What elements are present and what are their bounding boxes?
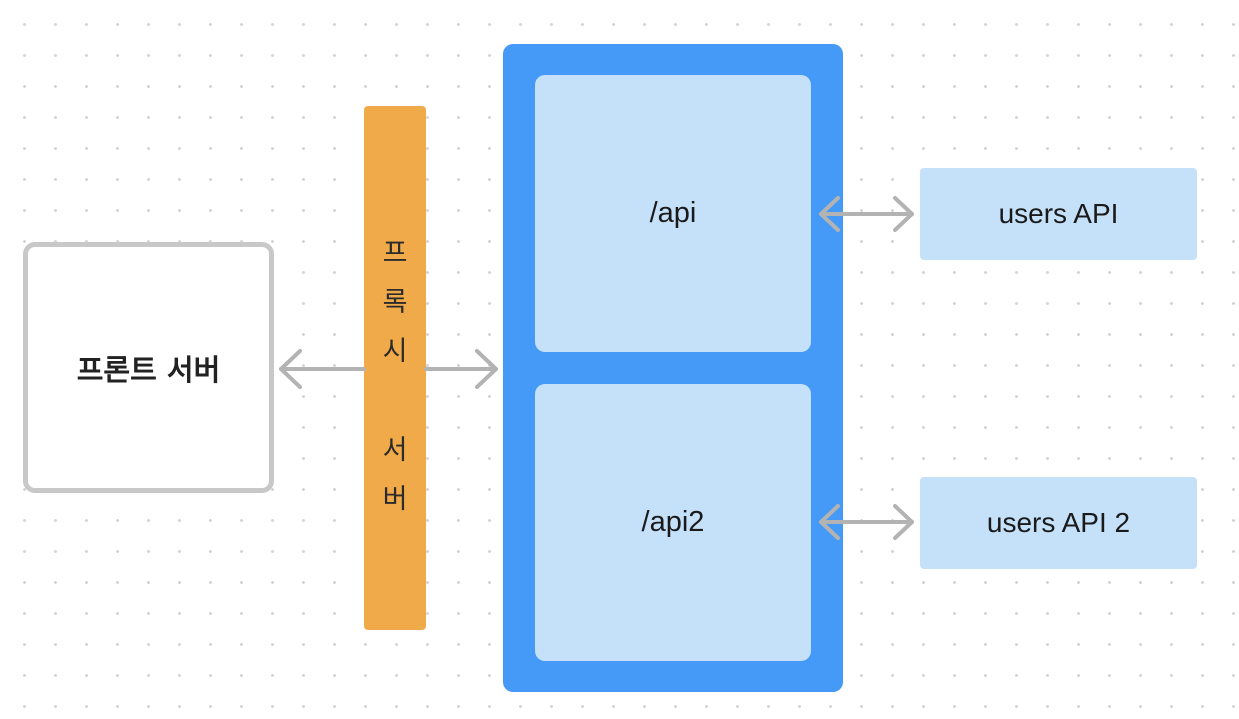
proxy-char: 록 <box>382 287 408 318</box>
route-panel-api: /api <box>535 75 811 352</box>
arrow-proxy-to-api <box>424 349 498 389</box>
proxy-server-label: 프 록 시 서 버 <box>364 229 426 524</box>
proxy-char: 버 <box>382 484 408 515</box>
front-server-box: 프론트 서버 <box>23 242 274 493</box>
proxy-char: 프 <box>382 238 408 269</box>
proxy-char: 시 <box>382 336 408 367</box>
route-label: /api <box>649 197 697 229</box>
external-api-users: users API <box>920 168 1197 260</box>
front-server-label: 프론트 서버 <box>76 352 221 387</box>
proxy-server-bar <box>364 106 426 630</box>
proxy-char: 서 <box>382 435 408 466</box>
external-api-users-2: users API 2 <box>920 477 1197 569</box>
arrow-front-to-proxy <box>279 349 366 389</box>
external-api-label: users API <box>998 198 1119 229</box>
route-panel-api2: /api2 <box>535 384 811 661</box>
external-api-label: users API 2 <box>986 507 1131 538</box>
route-label: /api2 <box>641 506 705 538</box>
arrow-api-to-users-api <box>819 196 914 232</box>
arrow-api2-to-users-api-2 <box>819 504 914 540</box>
